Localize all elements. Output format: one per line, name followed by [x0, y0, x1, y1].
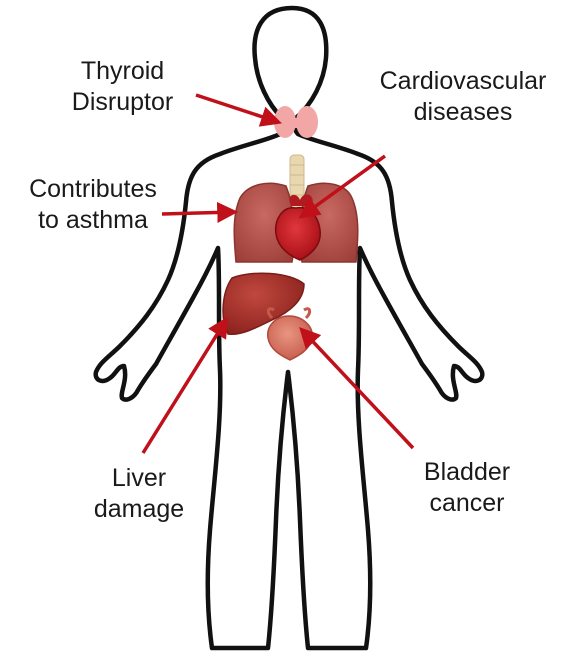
label-liver-line1: Liver — [84, 463, 194, 494]
label-cardio: Cardiovascular diseases — [358, 66, 568, 128]
label-asthma-line2: to asthma — [8, 205, 178, 236]
label-thyroid-line2: Disruptor — [60, 87, 185, 118]
label-bladder-line2: cancer — [402, 488, 532, 519]
label-bladder-line1: Bladder — [402, 457, 532, 488]
label-thyroid: Thyroid Disruptor — [60, 56, 185, 118]
label-cardio-line2: diseases — [358, 97, 568, 128]
label-bladder: Bladder cancer — [402, 457, 532, 519]
label-asthma: Contributes to asthma — [8, 174, 178, 236]
label-cardio-line1: Cardiovascular — [358, 66, 568, 97]
label-liver: Liver damage — [84, 463, 194, 525]
label-liver-line2: damage — [84, 494, 194, 525]
label-asthma-line1: Contributes — [8, 174, 178, 205]
label-thyroid-line1: Thyroid — [60, 56, 185, 87]
arrow-liver — [143, 320, 226, 453]
